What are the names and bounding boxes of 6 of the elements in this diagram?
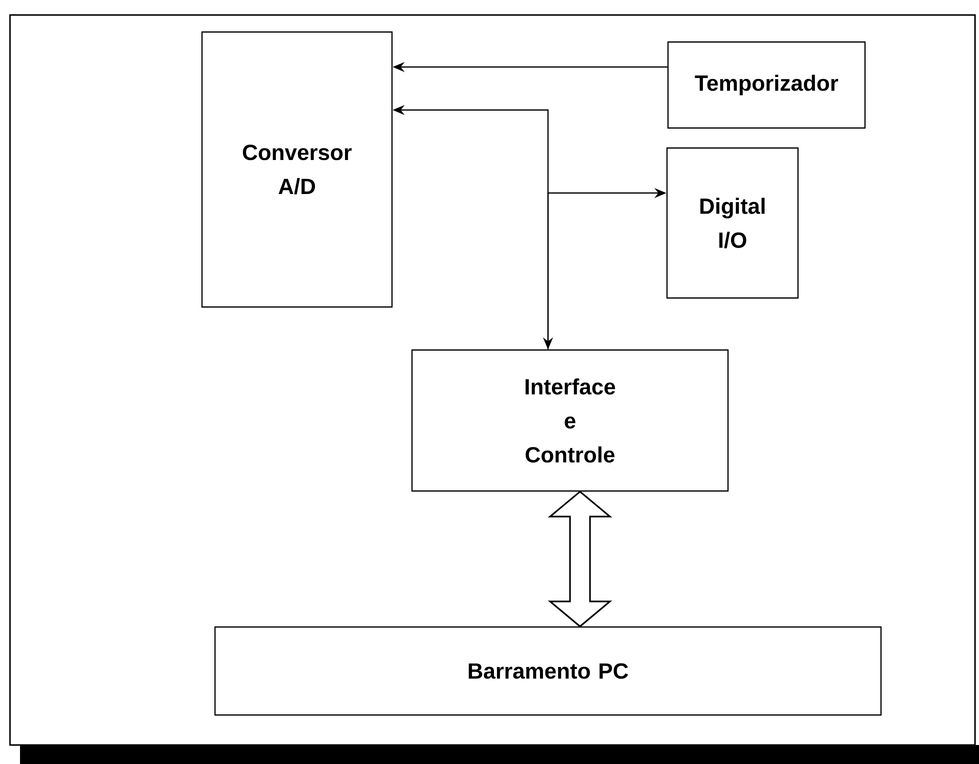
bus-box: Barramento PC — [214, 626, 882, 716]
interface-box: Interface e Controle — [411, 349, 729, 492]
double-arrow — [548, 490, 612, 628]
io-box: Digital I/O — [666, 147, 799, 299]
timer-box: Temporizador — [667, 41, 866, 129]
converter-box: Conversor A/D — [201, 31, 393, 308]
